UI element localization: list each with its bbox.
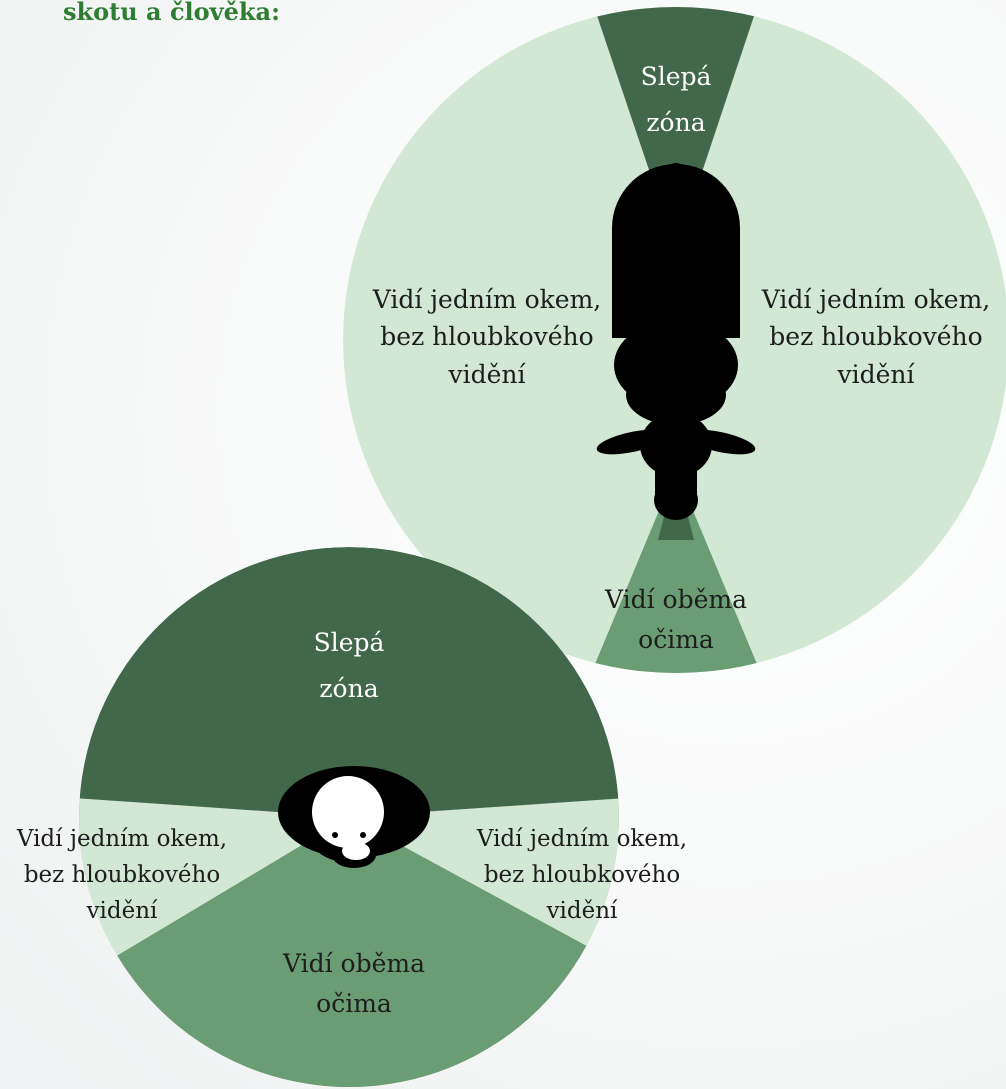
page-title: skotu a člověka: (63, 0, 280, 26)
human-right-zone-label-3: vidění (546, 898, 618, 924)
human-silhouette (278, 766, 430, 868)
human-left-eye (332, 832, 338, 838)
human-blind-zone-label-1: Slepá (314, 628, 385, 657)
human-binocular-label-2: očima (316, 989, 392, 1018)
human-head (312, 776, 384, 848)
cattle-right-zone-label-1: Vidí jedním okem, (761, 285, 991, 314)
cattle-left-zone-label-3: vidění (447, 360, 526, 389)
human-left-zone-label-2: bez hloubkového (24, 862, 220, 888)
cattle-left-zone-label-2: bez hloubkového (380, 322, 593, 351)
cattle-silhouette (596, 163, 756, 520)
human-binocular-zone (79, 817, 619, 1087)
human-right-eye (360, 832, 366, 838)
human-binocular-label-1: Vidí oběma (282, 949, 425, 978)
cattle-binocular-label-1: Vidí oběma (604, 585, 747, 614)
human-left-zone-label-1: Vidí jedním okem, (16, 826, 227, 852)
cattle-blind-zone (585, 7, 766, 250)
human-left-monocular-zone (79, 797, 349, 990)
cattle-blind-zone-label-1: Slepá (641, 62, 712, 91)
human-right-monocular-zone (349, 797, 619, 975)
cattle-right-zone-label-3: vidění (836, 360, 915, 389)
human-right-zone-label-1: Vidí jedním okem, (476, 826, 687, 852)
human-blind-zone-label-2: zóna (319, 674, 378, 703)
cattle-left-zone-label-1: Vidí jedním okem, (372, 285, 602, 314)
cattle-right-zone-label-2: bez hloubkového (769, 322, 982, 351)
human-right-zone-label-2: bez hloubkového (484, 862, 680, 888)
human-left-zone-label-3: vidění (86, 898, 158, 924)
cattle-binocular-label-2: očima (638, 625, 714, 654)
cattle-blind-zone-label-2: zóna (646, 108, 705, 137)
cattle-binocular-zone (580, 470, 772, 673)
